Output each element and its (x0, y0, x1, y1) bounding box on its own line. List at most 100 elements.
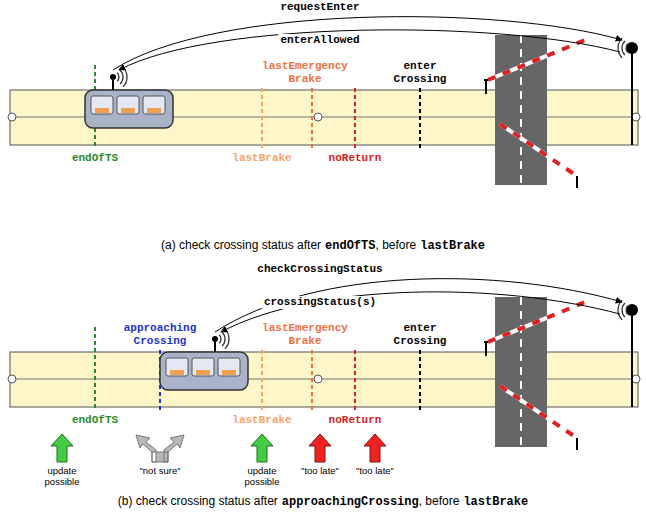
train-window (91, 96, 113, 114)
caption: (b) check crossing status afterapproachi… (0, 494, 646, 509)
marker-line (311, 350, 313, 410)
message-label: checkCrossingStatus (255, 263, 384, 276)
signal-head (626, 304, 638, 316)
radio-wave (626, 306, 628, 314)
caption-part: lastBrake (463, 495, 528, 509)
caption: (a) check crossing status after endOfTS, … (0, 238, 646, 253)
track-joint (314, 375, 322, 383)
radio-wave (622, 41, 625, 55)
barrier-post (576, 438, 578, 450)
position-label: noReturn (329, 414, 382, 427)
radio-wave (222, 332, 225, 346)
marker-line (261, 350, 263, 410)
position-label: update possible (245, 465, 280, 487)
position-label: "too late" (356, 465, 394, 476)
train-seat (196, 370, 210, 375)
train-seat (95, 108, 109, 113)
position-label: lastEmergency Brake (262, 322, 348, 348)
marker-line (354, 350, 356, 410)
track-joint (8, 113, 16, 121)
caption-part: (b) check crossing status after (118, 494, 278, 508)
marker-line (419, 88, 421, 148)
caption-part: endOfTS (325, 239, 375, 253)
barrier (488, 38, 590, 80)
train-seat (222, 370, 236, 375)
barrier (500, 124, 577, 176)
train-window (192, 358, 214, 376)
barrier (488, 300, 590, 342)
status-arrow (364, 434, 386, 462)
radio-wave (622, 303, 625, 317)
message-arrow (119, 30, 620, 70)
radio-wave (120, 70, 123, 84)
barrier (500, 124, 577, 176)
position-label: "not sure" (139, 465, 180, 476)
train-seat (170, 370, 184, 375)
caption-part: , before (375, 238, 416, 252)
signal-pole (631, 310, 633, 407)
caption-part: , before (419, 494, 460, 508)
signal-head (626, 42, 638, 54)
caption-part: (a) check crossing status after (161, 238, 321, 252)
train-seat (121, 108, 135, 113)
barrier (500, 386, 577, 438)
position-label: "too late" (301, 465, 339, 476)
position-label: enter Crossing (394, 60, 447, 86)
marker-line (419, 350, 421, 410)
train-window (218, 358, 240, 376)
track-joint (632, 375, 640, 383)
message-label: crossingStatus(s) (262, 296, 378, 309)
radio-wave (219, 335, 221, 343)
track-joint (314, 113, 322, 121)
road-marking (520, 297, 522, 447)
fork-arrow (136, 435, 184, 462)
radio-wave (618, 300, 622, 320)
track-joint (8, 375, 16, 383)
position-label: endOfTS (72, 152, 118, 165)
marker-line (354, 88, 356, 148)
marker-line (94, 327, 96, 410)
signal-pole (631, 48, 633, 145)
status-arrow (309, 434, 331, 462)
position-label: endOfTS (72, 414, 118, 427)
road-marking (520, 35, 522, 185)
message-label: enterAllowed (278, 34, 361, 47)
train-window (143, 96, 165, 114)
radio-wave (225, 329, 229, 349)
radio-wave (117, 73, 119, 81)
barrier (500, 386, 577, 438)
radio-wave (618, 38, 622, 58)
barrier (488, 38, 590, 80)
position-label: lastBrake (232, 152, 291, 165)
train-body (85, 90, 173, 128)
barrier-post (484, 342, 488, 356)
barrier-post (576, 176, 578, 188)
marker-line (261, 88, 263, 148)
position-label: lastEmergency Brake (262, 60, 348, 86)
radio-wave (626, 44, 628, 52)
antenna-ball (110, 74, 116, 80)
track-joint (632, 113, 640, 121)
status-arrow (51, 434, 73, 462)
position-label: update possible (45, 465, 80, 487)
message-arrow (113, 17, 622, 70)
marker-line (311, 88, 313, 148)
status-arrow (251, 434, 273, 462)
message-label: requestEnter (278, 1, 361, 14)
panel (8, 279, 640, 450)
barrier-post (484, 80, 488, 94)
barrier (488, 300, 590, 342)
position-label: approaching Crossing (124, 322, 197, 348)
panel (8, 17, 640, 188)
radio-wave (123, 67, 127, 87)
position-label: lastBrake (232, 414, 291, 427)
antenna-ball (212, 336, 218, 342)
train-body (160, 352, 248, 390)
train-seat (147, 108, 161, 113)
position-label: enter Crossing (394, 322, 447, 348)
position-label: noReturn (329, 152, 382, 165)
train-window (117, 96, 139, 114)
